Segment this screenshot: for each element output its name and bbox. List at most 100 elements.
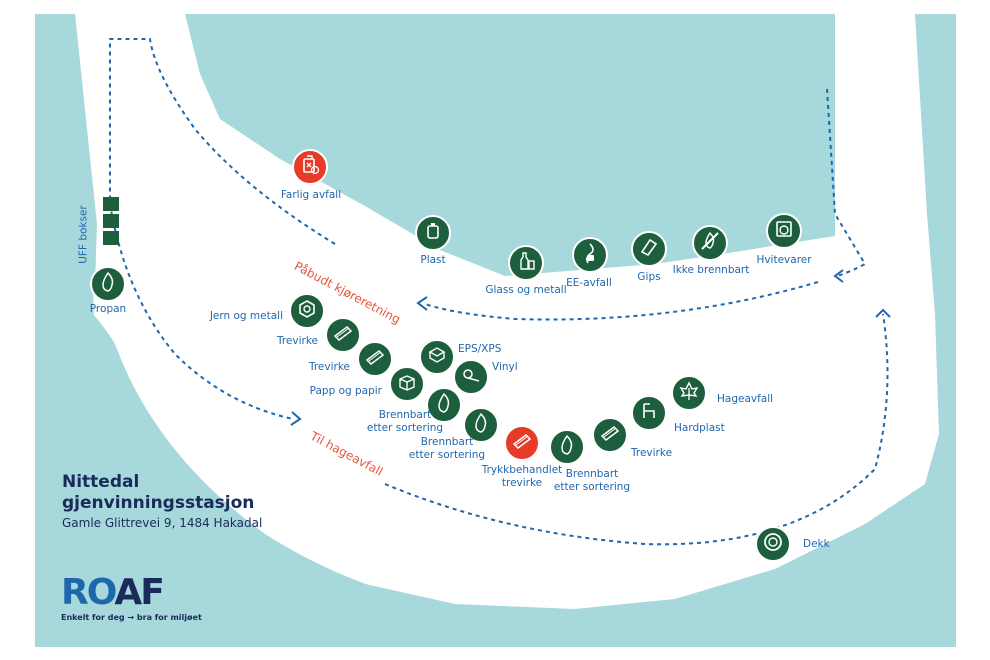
route-lines <box>109 38 889 546</box>
styrofoam-icon <box>426 344 448 370</box>
right-route <box>826 88 867 277</box>
road-layer <box>35 14 956 647</box>
shore-lower-left <box>35 274 956 647</box>
bottle-can-icon <box>515 250 537 276</box>
label-propan: Propan <box>89 303 127 315</box>
label-gips: Gips <box>637 271 661 283</box>
station-trevirke-3[interactable] <box>592 417 628 453</box>
uff-box[interactable] <box>103 197 119 211</box>
station-jern-metall[interactable] <box>289 293 325 329</box>
label-brennbart-2: Brennbart etter sortering <box>397 436 497 462</box>
flame-icon <box>433 392 455 418</box>
label-glass-metall: Glass og metall <box>485 284 567 296</box>
label-trevirke-3: Trevirke <box>631 447 673 459</box>
logo-af: AF <box>114 572 164 613</box>
label-farlig-avfall: Farlig avfall <box>280 189 342 201</box>
wood-plank-icon <box>332 322 354 348</box>
treated-wood-icon <box>511 430 533 456</box>
station-hageavfall[interactable] <box>671 375 707 411</box>
label-brennbart-3-line1: Brennbart <box>565 468 619 480</box>
uff-box[interactable] <box>103 214 119 228</box>
wood-plank-icon <box>599 422 621 448</box>
label-trykkbehandlet: Trykkbehandlet trevirke <box>467 464 577 490</box>
label-trykkbehandlet-line2: trevirke <box>501 477 543 489</box>
label-trevirke-2: Trevirke <box>308 361 350 373</box>
plug-icon <box>579 242 601 268</box>
label-papp-papir: Papp og papir <box>309 385 382 397</box>
nut-icon <box>296 298 318 324</box>
label-brennbart-3-line2: etter sortering <box>553 481 631 493</box>
label-brennbart-1-line2: etter sortering <box>366 422 444 434</box>
label-ikke-brennbart: Ikke brennbart <box>672 264 750 276</box>
station-papp-papir[interactable] <box>389 366 425 402</box>
hazard-canister-icon <box>299 154 321 180</box>
title-block: Nittedal gjenvinningsstasjon Gamle Glitt… <box>62 472 262 530</box>
flame-icon <box>97 271 119 297</box>
label-trykkbehandlet-line1: Trykkbehandlet <box>481 464 563 476</box>
label-jern-metall: Jern og metall <box>209 310 283 322</box>
uff-box[interactable] <box>103 231 119 245</box>
leaf-icon <box>678 380 700 406</box>
label-hardplast: Hardplast <box>674 422 725 434</box>
label-ee-avfall: EE-avfall <box>566 277 612 289</box>
mandatory-route-upper <box>424 281 819 321</box>
garden-route <box>384 313 889 546</box>
station-trykkbehandlet[interactable] <box>504 425 540 461</box>
station-eps-xps[interactable] <box>419 339 455 375</box>
label-brennbart-1: Brennbart etter sortering <box>355 409 455 435</box>
brand-logo: ROAF Enkelt for deg → bra for miljøet <box>61 574 202 623</box>
logo-ro: RO <box>61 572 116 613</box>
station-ee-avfall[interactable] <box>572 237 608 273</box>
logo-wordmark: ROAF <box>61 574 202 612</box>
station-gips[interactable] <box>631 231 667 267</box>
arrow-garden-end <box>875 308 891 318</box>
no-fire-icon <box>699 230 721 256</box>
road-area <box>75 14 939 609</box>
label-brennbart-2-line2: etter sortering <box>408 449 486 461</box>
appliance-icon <box>773 218 795 244</box>
station-trevirke-1[interactable] <box>325 317 361 353</box>
station-farlig-avfall[interactable] <box>292 149 328 185</box>
mandatory-route-loop <box>109 38 336 420</box>
label-plast: Plast <box>420 254 446 266</box>
page-title-line1: Nittedal <box>62 472 140 492</box>
wood-plank-icon <box>364 346 386 372</box>
station-dekk[interactable] <box>755 526 791 562</box>
label-dekk: Dekk <box>803 538 830 550</box>
plastic-container-icon <box>422 220 444 246</box>
route-arrows <box>290 269 891 426</box>
label-brennbart-1-line1: Brennbart <box>378 409 432 421</box>
flame-icon <box>556 434 578 460</box>
label-eps-xps: EPS/XPS <box>458 343 502 355</box>
station-trevirke-2[interactable] <box>357 341 393 377</box>
site-map: UFF bokser Påbudt kjøreretning Til hagea… <box>35 14 956 647</box>
arrow-mandatory <box>416 296 428 311</box>
label-hvitevarer: Hvitevarer <box>756 254 812 266</box>
plasterboard-icon <box>638 236 660 262</box>
address: Gamle Glittrevei 9, 1484 Hakadal <box>62 516 263 530</box>
label-trevirke-1: Trevirke <box>276 335 318 347</box>
station-glass-metall[interactable] <box>508 245 544 281</box>
uff-label: UFF bokser <box>77 205 90 264</box>
label-hageavfall: Hageavfall <box>717 393 774 405</box>
tagline: Enkelt for deg → bra for miljøet <box>61 613 202 622</box>
station-ikke-brennbart[interactable] <box>692 225 728 261</box>
station-brennbart-2[interactable] <box>463 407 499 443</box>
tire-icon <box>762 531 784 557</box>
arrow-garden-start <box>290 411 302 426</box>
label-brennbart-2-line1: Brennbart <box>420 436 474 448</box>
station-brennbart-3[interactable] <box>549 429 585 465</box>
cardboard-box-icon <box>396 371 418 397</box>
arrow-right-route <box>833 269 844 283</box>
flame-icon <box>470 412 492 438</box>
label-brennbart-3: Brennbart etter sortering <box>542 468 642 494</box>
label-vinyl: Vinyl <box>492 361 518 373</box>
page-title-line2: gjenvinningsstasjon <box>62 493 255 513</box>
station-brennbart-1[interactable] <box>426 387 462 423</box>
station-propan[interactable] <box>90 266 126 302</box>
station-plast[interactable] <box>415 215 451 251</box>
station-hvitevarer[interactable] <box>766 213 802 249</box>
vinyl-roll-icon <box>460 364 482 390</box>
station-hardplast[interactable] <box>631 395 667 431</box>
station-vinyl[interactable] <box>453 359 489 395</box>
